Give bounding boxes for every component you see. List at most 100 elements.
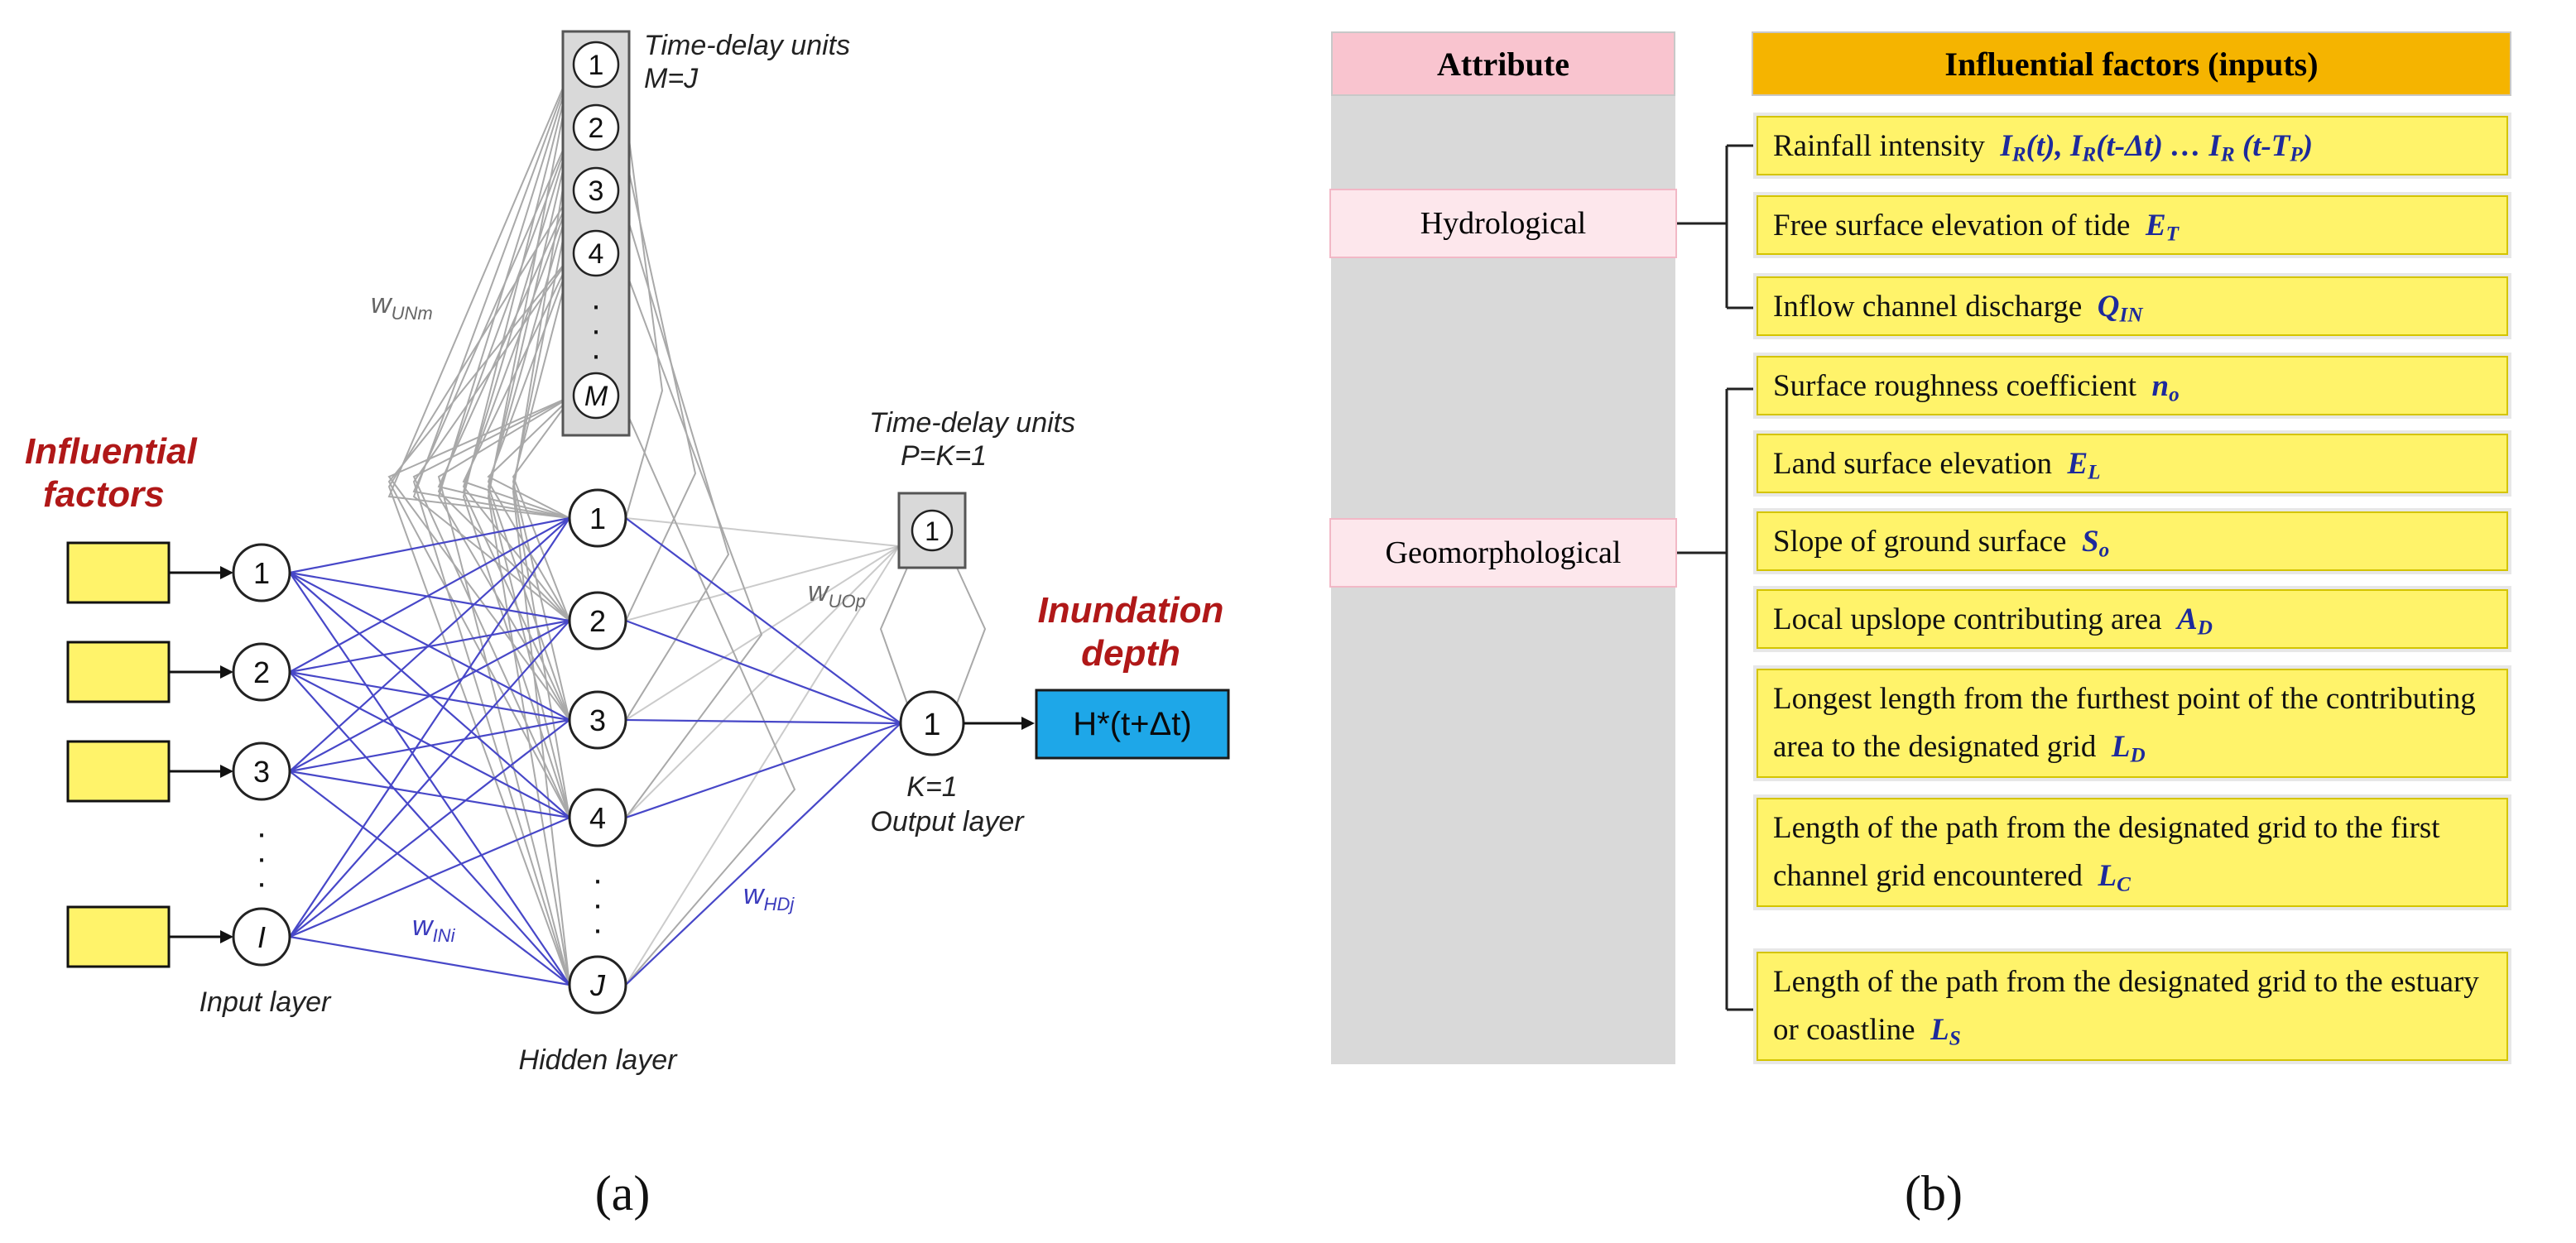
factor-path-to-channel: Length of the path from the designated g… xyxy=(1753,794,2511,910)
input-arrowhead-2 xyxy=(220,665,233,679)
hidden-node-1 xyxy=(568,488,627,548)
td-output-to-hidden xyxy=(625,545,900,721)
weight-hd-5 xyxy=(625,722,901,986)
input-dot-3: · xyxy=(256,865,267,901)
input-dot-1: · xyxy=(256,815,267,852)
factor-text: Slope of ground surface xyxy=(1773,525,2067,559)
input-node-2 xyxy=(232,642,291,702)
factor-text: Length of the path from the designated g… xyxy=(1773,811,2440,893)
factor-rainfall-intensity: Rainfall intensity IR(t), IR(t-Δt) … IR … xyxy=(1753,113,2511,179)
weight-hd-2 xyxy=(625,619,901,725)
weight-label-uop: wUOp xyxy=(808,576,866,612)
attribute-hydrological: Hydrological xyxy=(1329,189,1677,258)
factor-symbol-tide: ET xyxy=(2145,209,2180,246)
td-link-right xyxy=(618,395,796,986)
weight-in-4-4 xyxy=(289,816,570,938)
time-delay-connections xyxy=(387,64,987,986)
factor-text: Surface roughness coefficient xyxy=(1773,369,2137,403)
weight-in-2-1 xyxy=(289,517,570,673)
td-output-to-hidden xyxy=(625,545,900,986)
weight-in-4-5 xyxy=(289,935,570,986)
input-layer-label: Input layer xyxy=(199,986,332,1018)
input-box-1 xyxy=(66,541,171,604)
td-link-right xyxy=(618,190,730,721)
time-delay-output-relation: P=K=1 xyxy=(901,440,987,472)
hidden-dot-3: · xyxy=(592,911,603,948)
time-delay-unit-label: 4 xyxy=(589,238,604,270)
time-delay-output-unit xyxy=(911,509,954,552)
td-link-left xyxy=(487,252,574,622)
td-link-left xyxy=(437,127,574,622)
input-box-3 xyxy=(66,740,171,803)
influential-factors-label-line2: factors xyxy=(43,474,165,515)
td-link-left xyxy=(462,190,574,622)
factor-tide-elevation: Free surface elevation of tide ET xyxy=(1753,192,2511,258)
weight-in-4-2 xyxy=(289,620,570,938)
input-node-1 xyxy=(232,543,291,602)
weight-hd-1 xyxy=(625,517,901,724)
input-arrowhead-3 xyxy=(220,765,233,778)
td-link-left xyxy=(412,252,574,986)
td-link-left xyxy=(387,190,574,986)
factor-text: Rainfall intensity xyxy=(1773,129,1985,163)
input-node-label-4: I xyxy=(257,920,266,954)
input-dot-2: · xyxy=(256,840,267,876)
factor-symbol-longest-length: LD xyxy=(2111,730,2146,767)
input-node-4 xyxy=(232,907,291,967)
factor-symbol-path-to-channel: LC xyxy=(2098,859,2131,896)
weight-hd-3 xyxy=(625,718,901,725)
td-link-left xyxy=(487,127,574,818)
weight-in-4-3 xyxy=(289,719,570,938)
input-node-label-3: 3 xyxy=(253,755,270,789)
hidden-node-5 xyxy=(568,955,627,1015)
time-delay-hidden-relation: M=J xyxy=(644,63,699,94)
factor-text: Longest length from the furthest point o… xyxy=(1773,682,2476,764)
time-delay-unit-label: 1 xyxy=(589,50,604,81)
factor-inflow-discharge: Inflow channel discharge QIN xyxy=(1753,273,2511,339)
input-node-3 xyxy=(232,741,291,801)
factor-longest-length: Longest length from the furthest point o… xyxy=(1753,665,2511,781)
factor-slope: Slope of ground surface So xyxy=(1753,508,2511,574)
input-node-label-2: 2 xyxy=(253,655,270,689)
weight-label-ini: wINi xyxy=(412,910,456,946)
hidden-node-3 xyxy=(568,690,627,750)
weight-in-3-1 xyxy=(289,517,570,772)
influential-factors-label-line1: Influential xyxy=(25,431,198,472)
output-arrowhead xyxy=(1021,717,1035,730)
td-link-right xyxy=(618,252,763,818)
weight-label-hdj: wHDj xyxy=(743,879,795,914)
weight-in-1-2 xyxy=(289,571,570,622)
factor-text: Land surface elevation xyxy=(1773,447,2052,481)
hidden-dot-1: · xyxy=(592,861,603,898)
hydrological-bracket xyxy=(1677,144,1755,310)
geomorphological-bracket xyxy=(1677,387,1755,1011)
time-delay-hidden-title: Time-delay units xyxy=(644,30,850,61)
hidden-node-2 xyxy=(568,591,627,650)
time-delay-unit-label: M xyxy=(584,381,608,412)
td-link-left xyxy=(437,190,574,519)
output-node-label: 1 xyxy=(923,708,940,742)
weight-in-3-3 xyxy=(289,718,570,773)
factor-text: Length of the path from the designated g… xyxy=(1773,965,2479,1047)
td-link-left xyxy=(462,252,574,519)
hidden-node-label-5: J xyxy=(589,968,606,1002)
weight-in-3-4 xyxy=(289,770,570,819)
weight-connections xyxy=(289,516,901,986)
factor-symbol-roughness: no xyxy=(2151,369,2180,406)
factor-symbol-land-elevation: EL xyxy=(2067,447,2101,484)
input-box-2 xyxy=(66,641,171,703)
factor-symbol-path-to-coast: LS xyxy=(1930,1013,1961,1050)
attribute-header: Attribute xyxy=(1331,31,1675,96)
td-link-left xyxy=(437,395,574,986)
td-output-to-hidden xyxy=(625,517,900,547)
input-arrowhead-4 xyxy=(220,930,233,943)
td-output-to-hidden xyxy=(625,545,900,622)
hidden-node-label-1: 1 xyxy=(589,502,606,535)
hidden-node-label-3: 3 xyxy=(589,703,606,737)
weight-in-4-1 xyxy=(289,517,570,938)
factor-text: Free surface elevation of tide xyxy=(1773,209,2131,242)
td-link-right xyxy=(618,64,664,519)
